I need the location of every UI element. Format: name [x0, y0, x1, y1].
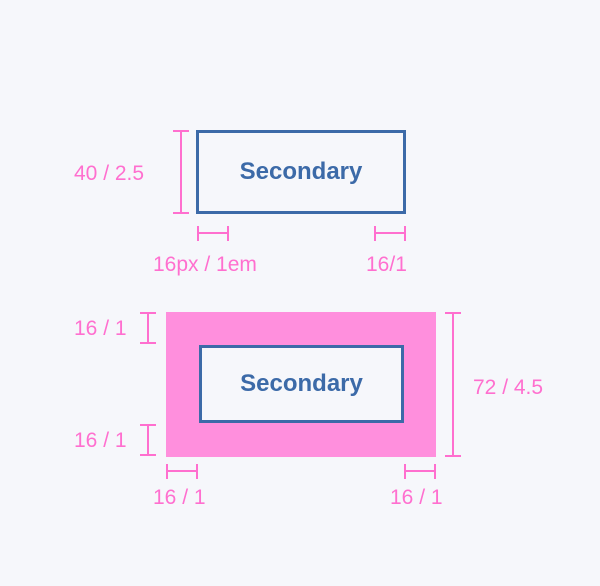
top-right-padding-label: 16/1 — [366, 253, 407, 276]
top-height-label: 40 / 2.5 — [74, 162, 145, 185]
bottom-right-padding-bracket — [404, 464, 436, 479]
top-right-padding-bracket — [374, 226, 406, 241]
top-left-padding-bracket — [197, 226, 229, 241]
top-height-bracket — [173, 130, 189, 214]
bottom-right-padding-label: 16 / 1 — [390, 486, 443, 509]
bottom-top-padding-label: 16 / 1 — [74, 317, 127, 340]
bottom-left-padding-bracket — [166, 464, 198, 479]
secondary-button-bottom-label: Secondary — [240, 370, 363, 397]
secondary-button-top-label: Secondary — [239, 158, 363, 185]
secondary-button-bottom[interactable]: Secondary — [199, 345, 404, 423]
bottom-height-bracket — [445, 312, 461, 457]
bottom-bottom-padding-bracket — [140, 424, 156, 456]
bottom-height-label: 72 / 4.5 — [473, 376, 544, 399]
bottom-bottom-padding-label: 16 / 1 — [74, 429, 127, 452]
top-left-padding-label: 16px / 1em — [153, 253, 257, 276]
bottom-top-padding-bracket — [140, 312, 156, 344]
secondary-button-top[interactable]: Secondary — [196, 130, 406, 214]
bottom-left-padding-label: 16 / 1 — [153, 486, 206, 509]
